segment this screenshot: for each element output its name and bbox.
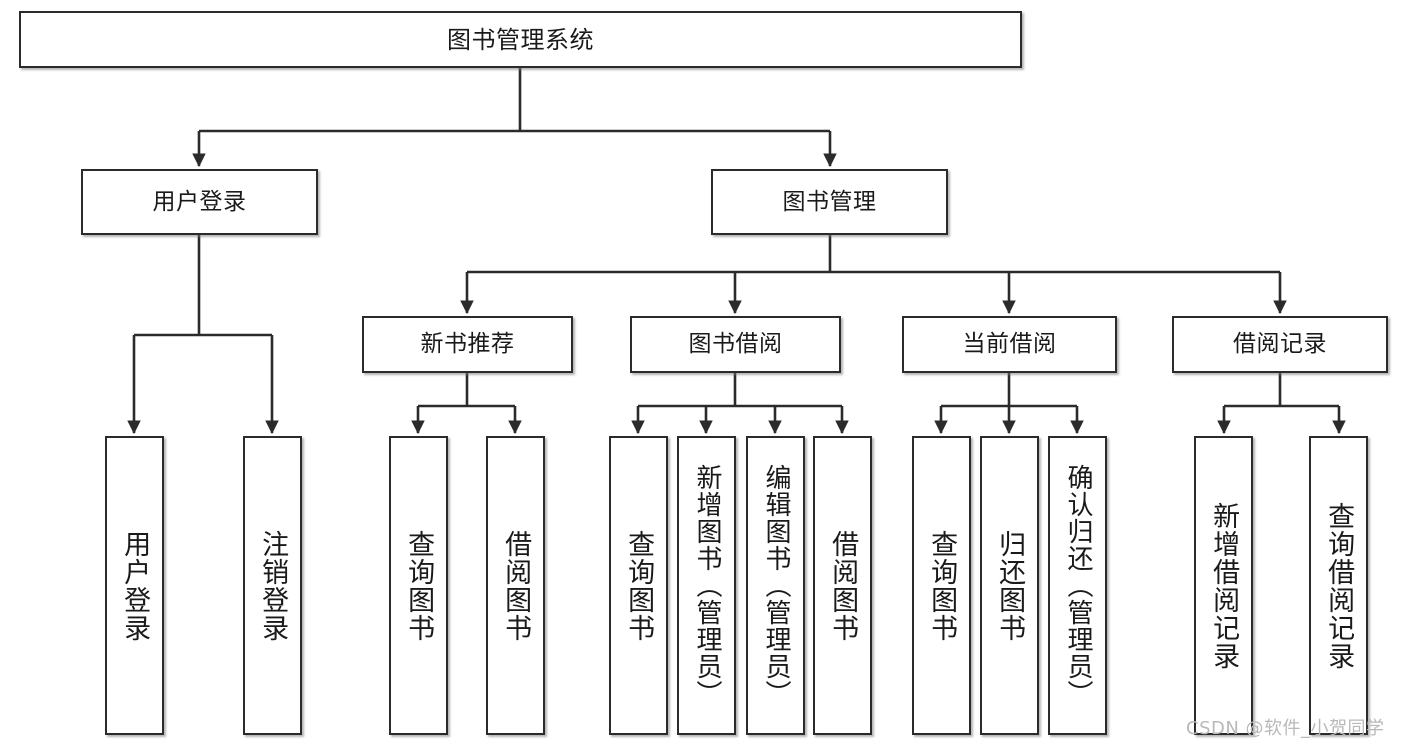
leaf-new-book-rec-query-books[interactable]: 查询图书	[389, 436, 448, 735]
node-book-management[interactable]: 图书管理	[711, 169, 948, 235]
node-label: 查询图书	[623, 529, 655, 642]
node-label: 借阅图书	[500, 529, 532, 642]
node-new-book-recommendation[interactable]: 新书推荐	[362, 316, 573, 373]
node-label: 图书管理系统	[447, 25, 594, 54]
node-label: 借阅记录	[1233, 331, 1327, 357]
node-user-login[interactable]: 用户登录	[81, 169, 318, 235]
leaf-book-borrow-query-books[interactable]: 查询图书	[609, 436, 668, 735]
node-label: 注销登录	[257, 529, 289, 642]
leaf-book-borrow-add-book-admin[interactable]: 新增图书（管理员）	[677, 436, 736, 735]
node-current-borrow[interactable]: 当前借阅	[902, 316, 1117, 373]
node-label: 用户登录	[119, 529, 151, 642]
node-label: 确认归还（管理员）	[1063, 464, 1094, 707]
leaf-current-borrow-query-books[interactable]: 查询图书	[912, 436, 971, 735]
node-label: 图书借阅	[688, 331, 783, 357]
node-label: 新增借阅记录	[1208, 501, 1240, 670]
leaf-borrow-record-add-record[interactable]: 新增借阅记录	[1194, 436, 1253, 735]
leaf-book-borrow-edit-book-admin[interactable]: 编辑图书（管理员）	[746, 436, 805, 735]
node-label: 新增图书（管理员）	[692, 464, 723, 707]
leaf-borrow-record-query-record[interactable]: 查询借阅记录	[1309, 436, 1368, 735]
leaf-new-book-rec-borrow-books[interactable]: 借阅图书	[486, 436, 545, 735]
node-label: 编辑图书（管理员）	[761, 464, 792, 707]
node-root-book-management-system[interactable]: 图书管理系统	[19, 11, 1022, 68]
node-label: 新书推荐	[420, 331, 515, 357]
node-book-borrow[interactable]: 图书借阅	[630, 316, 841, 373]
node-label: 当前借阅	[962, 331, 1057, 357]
node-label: 查询图书	[926, 529, 958, 642]
leaf-current-borrow-confirm-return-admin[interactable]: 确认归还（管理员）	[1048, 436, 1107, 735]
node-label: 图书管理	[782, 188, 877, 215]
leaf-user-login-logout[interactable]: 注销登录	[243, 436, 302, 735]
node-label: 归还图书	[994, 529, 1026, 642]
node-label: 查询图书	[403, 529, 435, 642]
leaf-book-borrow-borrow-books[interactable]: 借阅图书	[813, 436, 872, 735]
node-label: 查询借阅记录	[1323, 501, 1355, 670]
node-label: 借阅图书	[827, 529, 859, 642]
leaf-current-borrow-return-books[interactable]: 归还图书	[980, 436, 1039, 735]
csdn-watermark: CSDN @软件_小贺同学	[1186, 718, 1385, 739]
node-borrow-record[interactable]: 借阅记录	[1172, 316, 1388, 373]
node-label: 用户登录	[152, 188, 247, 215]
leaf-user-login-login[interactable]: 用户登录	[105, 436, 164, 735]
